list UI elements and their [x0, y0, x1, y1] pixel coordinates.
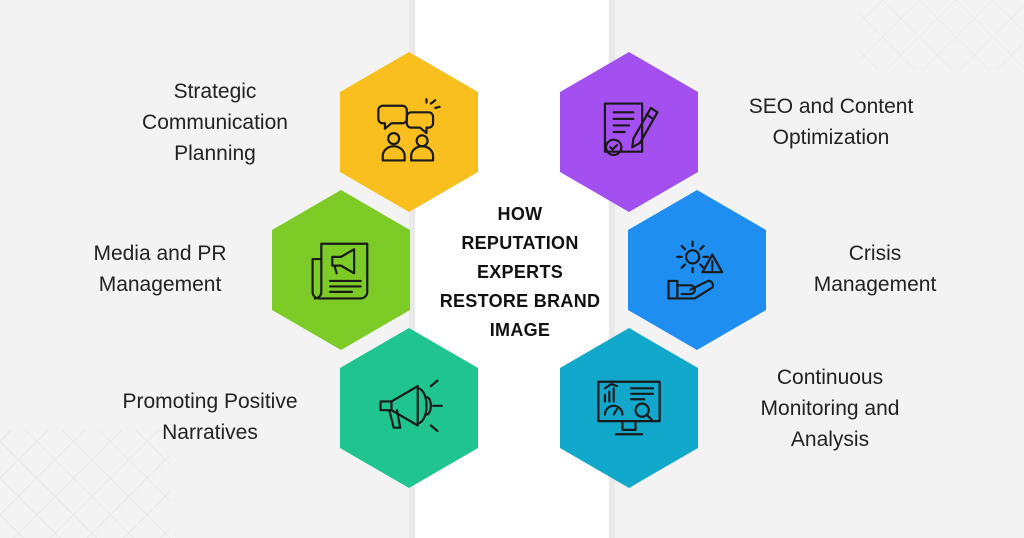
- monitor-analytics-icon: [597, 380, 661, 436]
- document-pen-icon: [603, 102, 659, 157]
- label-continuous-monitoring: Continuous Monitoring and Analysis: [760, 366, 900, 451]
- gear-alert-hand-icon: [667, 240, 724, 300]
- center-title: HOW REPUTATION EXPERTS RESTORE BRAND IMA…: [439, 204, 601, 340]
- newspaper-megaphone-icon: [311, 242, 369, 300]
- chat-people-icon: [377, 98, 441, 162]
- label-crisis-management: Crisis Management: [813, 242, 937, 296]
- label-seo-content: SEO and Content Optimization: [748, 95, 914, 149]
- label-positive-narratives: Promoting Positive Narratives: [122, 390, 298, 444]
- megaphone-icon: [379, 379, 443, 433]
- label-media-pr: Media and PR Management: [93, 242, 227, 296]
- label-strategic-communication: Strategic Communication Planning: [142, 80, 288, 165]
